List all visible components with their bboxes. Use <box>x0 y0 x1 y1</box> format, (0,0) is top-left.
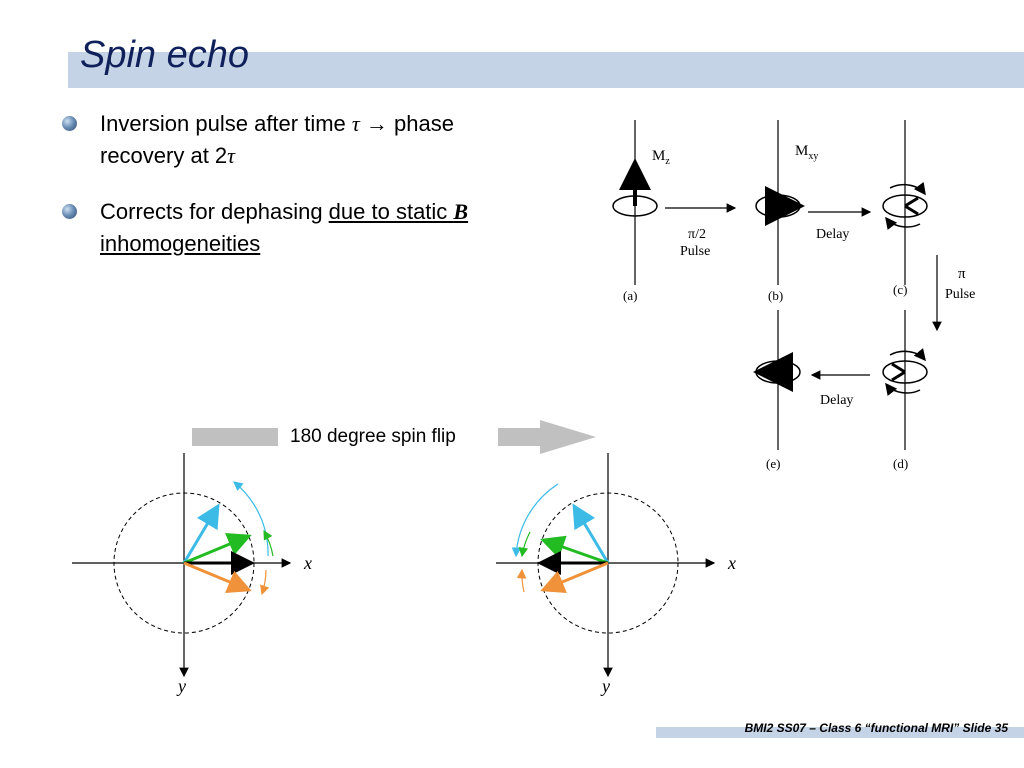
y-axis-label: y <box>600 676 610 696</box>
label-c: (c) <box>893 282 907 297</box>
slow-spin-vector <box>183 561 252 594</box>
bullet-underlined-text: due to static <box>328 199 454 224</box>
label-e: (e) <box>766 456 780 471</box>
x-axis-label: x <box>727 553 736 573</box>
medium-spin-vector <box>183 532 252 565</box>
tau-symbol: τ <box>351 111 360 136</box>
pulse90-top-label: π/2 <box>688 227 706 242</box>
spin-flip-label: 180 degree spin flip <box>290 426 456 447</box>
medium-spin-vector <box>540 535 609 565</box>
state-e-group: (e) <box>753 310 801 471</box>
x-axis-label: x <box>303 553 312 573</box>
b-symbol: B <box>453 199 469 224</box>
slide-title: Spin echo <box>80 34 250 76</box>
bullet-item-dephasing: Corrects for dephasing due to static B i… <box>62 196 542 260</box>
label-d: (d) <box>893 456 908 471</box>
delay2-label: Delay <box>820 393 853 408</box>
spin-flip-arrow <box>192 420 596 454</box>
flip-arrow-head <box>498 420 596 454</box>
medium-spin-rotation-arrow <box>518 531 531 558</box>
slide-footer: BMI2 SS07 – Class 6 “functional MRI” Sli… <box>744 721 1008 735</box>
fast-spin-rotation-arrow <box>233 481 269 557</box>
bullet-item-inversion: Inversion pulse after time τ → phase rec… <box>62 108 542 172</box>
bullet-icon <box>62 204 77 219</box>
spin-echo-sequence-diagram: Mz (a) π/2 Pulse Mxy (b) Delay (c) π Pul… <box>612 120 975 471</box>
fast-spin-vector <box>572 503 610 564</box>
fast-spin-vector <box>182 503 220 564</box>
bullet-icon <box>62 116 77 131</box>
mxy-label: Mxy <box>795 143 818 162</box>
mz-label: Mz <box>652 148 670 167</box>
pulse90-bottom-label: Pulse <box>680 244 710 259</box>
arrow-symbol: → <box>359 111 395 136</box>
bullet-text: Inversion pulse after time <box>100 111 352 136</box>
vector-diagram-after-flip: x y <box>496 453 736 696</box>
vector-diagram-before-flip: x y <box>72 453 312 696</box>
pulse180-bottom-label: Pulse <box>945 287 975 302</box>
slow-spin-rotation-arrow <box>260 569 270 596</box>
bullet-underlined-text: inhomogeneities <box>100 231 261 256</box>
bullet-list: Inversion pulse after time τ → phase rec… <box>62 108 542 284</box>
delay1-label: Delay <box>816 227 849 242</box>
label-a: (a) <box>623 288 637 303</box>
state-a-group: Mz (a) <box>612 120 670 303</box>
medium-spin-rotation-arrow <box>263 529 274 557</box>
slow-spin-rotation-arrow <box>516 568 527 593</box>
title-bar <box>68 52 1024 88</box>
footer-bar <box>656 727 1024 738</box>
label-b: (b) <box>768 288 783 303</box>
pulse180-top-label: π <box>958 266 966 282</box>
bullet-text: phase recovery at 2 <box>100 111 454 168</box>
y-axis-label: y <box>176 676 186 696</box>
flip-arrow-tail <box>192 428 278 446</box>
state-b-group: Mxy (b) <box>755 120 818 303</box>
state-d-group: (d) <box>882 310 928 471</box>
fast-spin-rotation-arrow <box>511 483 559 558</box>
state-c-group: (c) <box>882 120 928 297</box>
slow-spin-vector <box>540 561 609 594</box>
tau-symbol: τ <box>227 143 236 168</box>
bullet-text: Corrects for dephasing <box>100 199 329 224</box>
